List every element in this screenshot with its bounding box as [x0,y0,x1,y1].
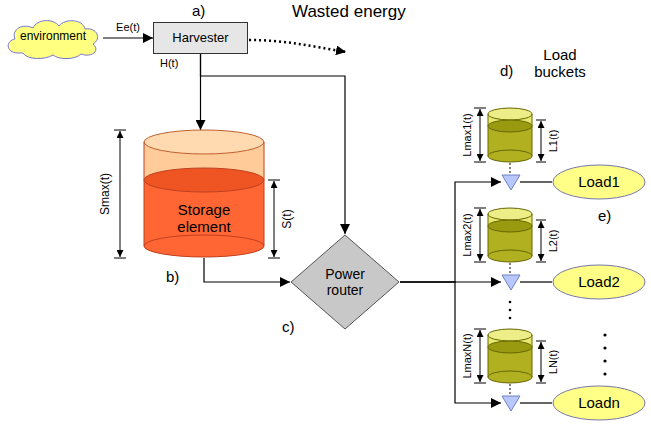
callout-label: Wasted energy [292,2,406,22]
text-area: Loadn [562,388,636,418]
callout-label: e) [598,207,611,224]
harvester-box: Harvester [153,22,248,54]
connector [400,182,552,282]
connector-line [520,402,552,403]
cloud-outline [8,21,97,59]
text-area: Power router [312,254,378,310]
load-ellipse: Load2 [552,264,646,300]
dimension-label: Smax(t) [99,173,113,215]
edge-label: Ee(t) [115,21,141,34]
node-text: Power router [316,266,374,298]
callout-label: H(t) [160,57,178,70]
dimension-label: LmaxN(t) [461,333,474,378]
switch-triangle [502,175,520,190]
connector-line [520,181,552,182]
connector-line [204,258,290,282]
dimension-label: L2(t) [547,230,560,253]
dimension-label: L1(t) [547,130,560,153]
callout-label: c) [282,318,295,335]
dimension-label: S(t) [281,209,295,228]
connector-line [520,281,552,282]
connector [204,258,290,282]
dimension-label: LN(t) [547,350,560,374]
text-area: Load1 [562,167,636,197]
node-text: Loadn [578,394,620,411]
dimension-label: Lmax2(t) [461,213,474,256]
node-text: Load2 [578,273,620,290]
connector-line [103,37,153,38]
ellipse-outline [553,165,645,199]
cylinder-outline [144,130,264,257]
node-text: Storage element [159,201,249,236]
load-bucket [474,108,546,174]
switch-triangle [502,396,520,411]
smax-dimension [114,130,126,258]
group-label: Load buckets [522,46,598,81]
ellipsis-dots [509,301,607,376]
node-text: environment [20,30,86,44]
storage-cylinder: Storage element [143,130,265,258]
text-area: environment [13,21,93,53]
text-area: Harvester [156,24,245,52]
node-text: Load1 [578,173,620,190]
s-dimension [268,180,280,258]
load-bucket [474,329,546,395]
callout-label: a) [192,2,205,19]
ellipse-outline [553,265,645,299]
environment-cloud: environment [3,15,103,59]
callout-label: b) [166,268,179,285]
connector [400,282,552,403]
load-ellipse: Loadn [552,385,646,421]
callout-label: d) [500,62,513,79]
text-area: Storage element [153,192,255,244]
connector-line [400,182,501,282]
node-shape [143,130,265,258]
box-outline [154,23,248,54]
text-area: Load2 [562,267,636,297]
connector [103,38,153,39]
diamond-outline [291,235,399,329]
ellipse-outline [553,386,645,420]
load-bucket [474,208,546,274]
decision-diamond: Power router [290,234,400,330]
switch-triangle [502,275,520,290]
wasted-energy-arrow [249,40,346,52]
connector-line [400,282,501,403]
node-text: Harvester [172,31,228,46]
dimension-label: Lmax1(t) [461,113,474,156]
load-ellipse: Load1 [552,164,646,200]
